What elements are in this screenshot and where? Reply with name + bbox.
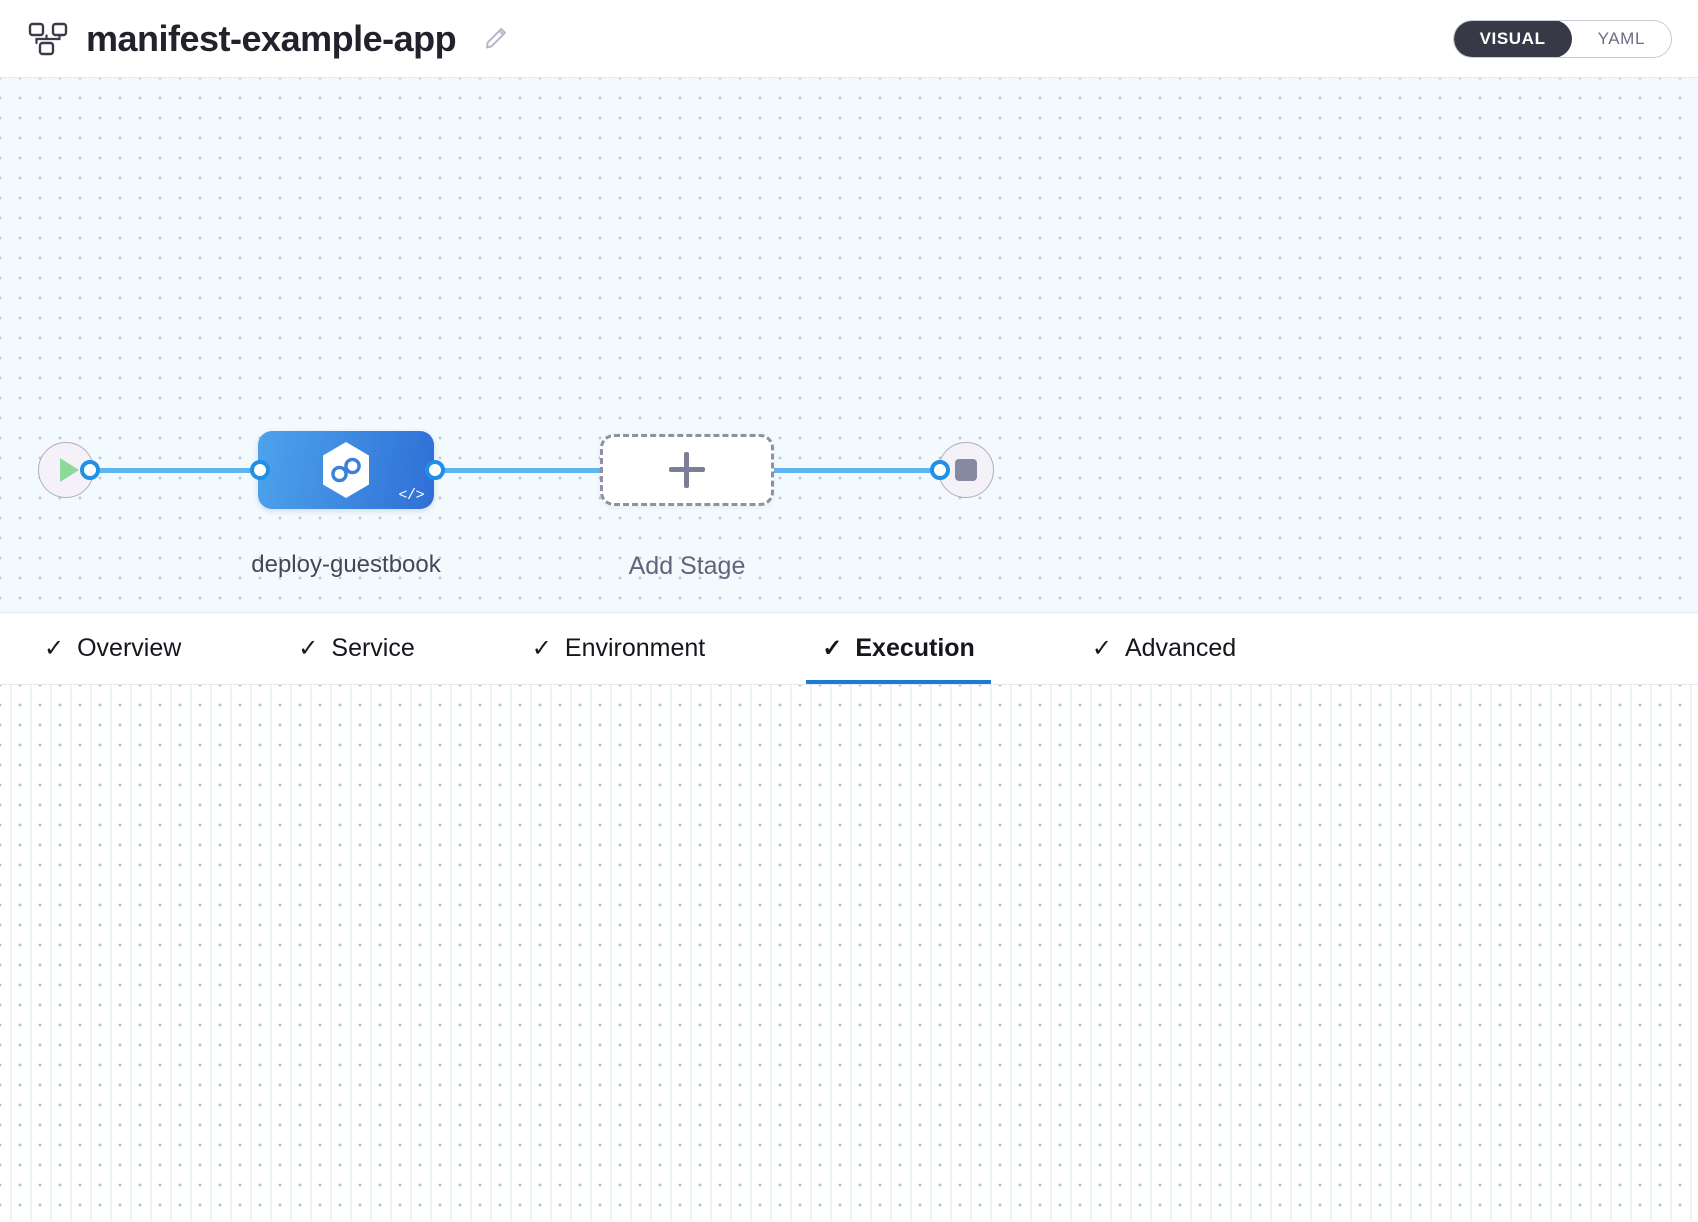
connector-dot-start[interactable] [80, 460, 100, 480]
connector-dot-stage-left[interactable] [250, 460, 270, 480]
check-icon: ✓ [298, 634, 319, 662]
stage-node-label: deploy-guestbook [251, 551, 441, 578]
header-right-group: VISUAL YAML [1452, 19, 1672, 58]
tab-label: Overview [77, 634, 182, 662]
stage-graph-canvas[interactable]: </> deploy-guestbook Add Stage [0, 78, 1698, 613]
tab-service[interactable]: ✓ Service [282, 613, 430, 684]
plus-icon [669, 452, 705, 488]
app-header: manifest-example-app VISUAL YAML [0, 0, 1698, 78]
check-icon: ✓ [822, 634, 843, 662]
connector-stage-to-add [428, 468, 603, 473]
stage-node-deploy-guestbook[interactable]: </> [258, 431, 434, 509]
pencil-edit-icon[interactable] [480, 24, 510, 54]
tab-execution[interactable]: ✓ Execution [806, 613, 991, 684]
tab-label: Advanced [1124, 634, 1237, 662]
add-stage-label: Add Stage [628, 552, 746, 580]
execution-graph-canvas[interactable]: HarnessApproval_1 </> K8sCanaryDeploy_1 … [0, 685, 1698, 1221]
tab-label: Execution [855, 634, 975, 662]
tab-environment[interactable]: ✓ Environment [516, 613, 721, 684]
pipeline-nodes-icon [28, 22, 68, 56]
tab-label: Environment [564, 634, 706, 662]
add-stage-button[interactable] [600, 434, 774, 506]
check-icon: ✓ [531, 634, 552, 662]
connector-dot-end[interactable] [930, 460, 950, 480]
play-icon [59, 458, 79, 482]
connector-start-to-stage [88, 468, 258, 473]
connector-dot-stage-right[interactable] [425, 460, 445, 480]
tab-label: Service [331, 634, 415, 662]
tab-overview[interactable]: ✓ Overview [28, 613, 197, 684]
tab-advanced[interactable]: ✓ Advanced [1076, 613, 1252, 684]
page-title: manifest-example-app [86, 17, 457, 59]
view-mode-toggle[interactable]: VISUAL YAML [1452, 19, 1672, 58]
stage-config-tabs[interactable]: ✓ Overview ✓ Service ✓ Environment ✓ Exe… [0, 613, 1698, 685]
check-icon: ✓ [44, 634, 65, 662]
harness-hexagon-infinity-icon [318, 440, 374, 500]
mode-yaml-button[interactable]: YAML [1597, 28, 1645, 48]
mode-visual-button[interactable]: VISUAL [1453, 20, 1572, 57]
stop-icon [955, 459, 977, 481]
connector-add-to-end [770, 468, 945, 473]
check-icon: ✓ [1091, 634, 1112, 662]
code-view-badge-icon[interactable]: </> [398, 487, 424, 504]
header-left-group: manifest-example-app [28, 18, 510, 60]
